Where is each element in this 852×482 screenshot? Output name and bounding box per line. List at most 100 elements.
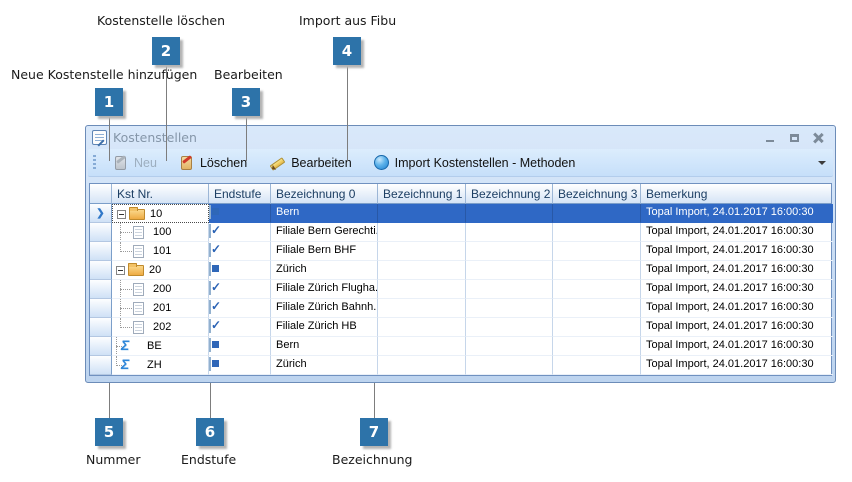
table-row-100[interactable]: 100 Filiale Bern Gerechti... Topal Import,…	[90, 223, 833, 242]
bezeichnung0-cell[interactable]: Filiale Bern Gerechti...	[271, 223, 378, 242]
table-row-200[interactable]: 200Filiale Zürich Flugha...Topal Import,…	[90, 280, 833, 299]
bemerkung-cell[interactable]: Topal Import, 24.01.2017 16:00:30	[641, 223, 833, 242]
bemerkung-cell[interactable]: Topal Import, 24.01.2017 16:00:30	[641, 280, 833, 299]
bezeichnung1-cell[interactable]	[378, 318, 466, 337]
bezeichnung0-cell[interactable]: Zürich	[271, 261, 378, 280]
maximize-button[interactable]	[785, 130, 803, 145]
bezeichnung1-cell[interactable]	[378, 356, 466, 375]
checkbox-partial-icon[interactable]	[209, 205, 211, 219]
kstnr-cell[interactable]: 10	[112, 204, 209, 223]
neu-button[interactable]: Neu	[102, 151, 168, 175]
checkbox-checked-icon[interactable]	[209, 281, 211, 295]
bemerkung-cell[interactable]: Topal Import, 24.01.2017 16:00:30	[641, 356, 833, 375]
bemerkung-cell[interactable]: Topal Import, 24.01.2017 16:00:30	[641, 337, 833, 356]
column-header-endstufe[interactable]: Endstufe	[209, 184, 271, 204]
bezeichnung3-cell[interactable]	[553, 356, 641, 375]
tree-collapse-toggle[interactable]	[116, 266, 125, 275]
bezeichnung1-cell[interactable]	[378, 280, 466, 299]
bezeichnung1-cell[interactable]	[378, 299, 466, 318]
bezeichnung1-cell[interactable]	[378, 261, 466, 280]
kstnr-cell[interactable]: 101	[112, 242, 209, 261]
bezeichnung2-cell[interactable]	[466, 204, 553, 223]
endstufe-cell[interactable]	[209, 318, 271, 337]
bezeichnung3-cell[interactable]	[553, 318, 641, 337]
loeschen-button[interactable]: Löschen	[168, 151, 258, 175]
close-button[interactable]	[809, 130, 827, 145]
bezeichnung3-cell[interactable]	[553, 242, 641, 261]
endstufe-cell[interactable]	[209, 204, 271, 223]
bezeichnung2-cell[interactable]	[466, 299, 553, 318]
table-row-101[interactable]: 101 Filiale Bern BHF Topal Import, 24.01.2…	[90, 242, 833, 261]
bemerkung-cell[interactable]: Topal Import, 24.01.2017 16:00:30	[641, 242, 833, 261]
bezeichnung2-cell[interactable]	[466, 261, 553, 280]
kstnr-cell[interactable]: 100	[112, 223, 209, 242]
bezeichnung2-cell[interactable]	[466, 356, 553, 375]
bezeichnung3-cell[interactable]	[553, 204, 641, 223]
kstnr-cell[interactable]: 202	[112, 318, 209, 337]
bezeichnung2-cell[interactable]	[466, 280, 553, 299]
bezeichnung1-cell[interactable]	[378, 337, 466, 356]
bezeichnung3-cell[interactable]	[553, 337, 641, 356]
endstufe-cell[interactable]	[209, 356, 271, 375]
import-button[interactable]: Import Kostenstellen - Methoden	[363, 151, 587, 175]
column-header-bezeichnung-1[interactable]: Bezeichnung 1	[378, 184, 466, 204]
row-selector-cell[interactable]	[90, 318, 112, 337]
bemerkung-cell[interactable]: Topal Import, 24.01.2017 16:00:30	[641, 261, 833, 280]
checkbox-checked-icon[interactable]	[209, 243, 211, 257]
endstufe-cell[interactable]	[209, 242, 271, 261]
bezeichnung2-cell[interactable]	[466, 242, 553, 261]
endstufe-cell[interactable]	[209, 299, 271, 318]
bezeichnung3-cell[interactable]	[553, 223, 641, 242]
minimize-button[interactable]	[761, 130, 779, 145]
column-header-kst-nr-[interactable]: Kst Nr.	[112, 184, 209, 204]
table-row-201[interactable]: 201 Filiale Zürich Bahnh... Topal Import, …	[90, 299, 833, 318]
bemerkung-cell[interactable]: Topal Import, 24.01.2017 16:00:30	[641, 318, 833, 337]
column-header-bezeichnung-3[interactable]: Bezeichnung 3	[553, 184, 641, 204]
bezeichnung0-cell[interactable]: Zürich	[271, 356, 378, 375]
row-selector-cell[interactable]	[90, 261, 112, 280]
endstufe-cell[interactable]	[209, 223, 271, 242]
kstnr-cell[interactable]: 201	[112, 299, 209, 318]
tree-collapse-toggle[interactable]	[117, 210, 126, 219]
table-row-202[interactable]: 202 Filiale Zürich HB Topal Import, 24.01.…	[90, 318, 833, 337]
checkbox-checked-icon[interactable]	[209, 300, 211, 314]
bezeichnung0-cell[interactable]: Filiale Zürich HB	[271, 318, 378, 337]
bezeichnung0-cell[interactable]: Bern	[271, 204, 378, 223]
toolbar-dropdown-arrow-icon[interactable]	[818, 161, 826, 169]
toolbar-grip-handle[interactable]	[93, 154, 96, 171]
endstufe-cell[interactable]	[209, 261, 271, 280]
row-selector-cell[interactable]	[90, 299, 112, 318]
bezeichnung0-cell[interactable]: Filiale Bern BHF	[271, 242, 378, 261]
checkbox-partial-icon[interactable]	[209, 262, 211, 276]
bemerkung-cell[interactable]: Topal Import, 24.01.2017 16:00:30	[641, 299, 833, 318]
bearbeiten-button[interactable]: Bearbeiten	[258, 151, 362, 175]
checkbox-checked-icon[interactable]	[209, 319, 211, 333]
bezeichnung3-cell[interactable]	[553, 299, 641, 318]
bezeichnung2-cell[interactable]	[466, 337, 553, 356]
titlebar[interactable]: Kostenstellen	[86, 126, 835, 149]
endstufe-cell[interactable]	[209, 280, 271, 299]
endstufe-cell[interactable]	[209, 337, 271, 356]
checkbox-checked-icon[interactable]	[209, 224, 211, 238]
kstnr-cell[interactable]: 200	[112, 280, 209, 299]
bezeichnung2-cell[interactable]	[466, 223, 553, 242]
column-header-bezeichnung-0[interactable]: Bezeichnung 0	[271, 184, 378, 204]
row-selector-cell[interactable]	[90, 280, 112, 299]
row-selector-cell[interactable]	[90, 242, 112, 261]
row-selector-cell[interactable]	[90, 356, 112, 375]
bezeichnung0-cell[interactable]: Bern	[271, 337, 378, 356]
bezeichnung0-cell[interactable]: Filiale Zürich Bahnh...	[271, 299, 378, 318]
row-selector-cell[interactable]	[90, 337, 112, 356]
checkbox-partial-icon[interactable]	[209, 338, 211, 352]
row-selector-cell[interactable]: ❯	[90, 204, 112, 223]
bezeichnung2-cell[interactable]	[466, 318, 553, 337]
bezeichnung3-cell[interactable]	[553, 280, 641, 299]
checkbox-partial-icon[interactable]	[209, 357, 211, 371]
bezeichnung1-cell[interactable]	[378, 223, 466, 242]
